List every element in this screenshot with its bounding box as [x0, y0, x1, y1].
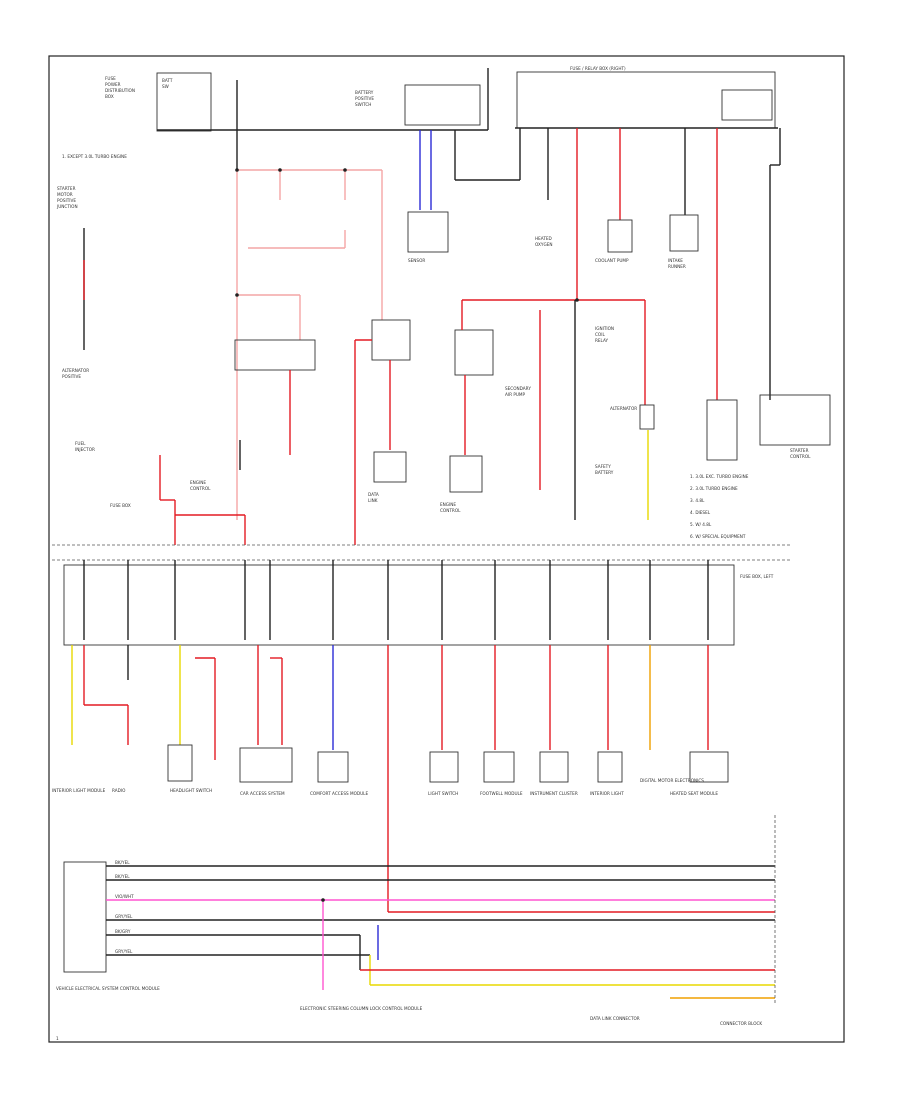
- lower-wires: [71, 645, 775, 913]
- svg-text:SW: SW: [162, 84, 169, 89]
- legend-item-3: 3. 4.8L: [690, 498, 705, 503]
- svg-text:IGNITION: IGNITION: [595, 326, 614, 331]
- svg-text:FUSE: FUSE: [105, 76, 116, 81]
- svg-text:FUSE BOX: FUSE BOX: [110, 503, 131, 508]
- right-components: STARTER CONTROL ALTERNATOR: [610, 394, 831, 461]
- svg-text:BATTERY: BATTERY: [355, 90, 374, 95]
- legend-item-4: 4. DIESEL: [690, 510, 711, 515]
- svg-text:INJECTOR: INJECTOR: [75, 447, 95, 452]
- fuse-box-label: FUSE BOX, LEFT: [740, 574, 774, 579]
- main-feed-wires: [236, 80, 383, 520]
- junction-nodes: [235, 168, 579, 902]
- svg-text:AIR PUMP: AIR PUMP: [505, 392, 526, 397]
- svg-text:POSITIVE: POSITIVE: [355, 96, 374, 101]
- bus-label-2: BK/YEL: [115, 874, 130, 879]
- left-feeds: FUEL INJECTOR FUSE BOX ENGINE CONTROL: [75, 440, 246, 545]
- svg-text:COOLANT PUMP: COOLANT PUMP: [595, 258, 629, 263]
- svg-text:LINK: LINK: [368, 498, 378, 503]
- svg-text:CONTROL: CONTROL: [440, 508, 461, 513]
- lower-label-4: CAR ACCESS SYSTEM: [240, 791, 285, 796]
- svg-text:RELAY: RELAY: [595, 338, 609, 343]
- bus-wires: BK/YEL BK/YEL VIO/WHT GRY/YEL BK/GRY GRY…: [63, 860, 775, 999]
- svg-text:OXYGEN: OXYGEN: [535, 242, 552, 247]
- lower-label-6: LIGHT SWITCH: [428, 791, 458, 796]
- svg-text:SENSOR: SENSOR: [408, 258, 425, 263]
- bottom-center-label: ELECTRONIC STEERING COLUMN LOCK CONTROL …: [300, 1006, 423, 1011]
- blue-wires-top: SENSOR: [407, 130, 449, 263]
- svg-text:ENGINE: ENGINE: [190, 480, 206, 485]
- svg-text:ENGINE: ENGINE: [440, 502, 456, 507]
- relay-box-right: FUSE / RELAY BOX (RIGHT): [515, 66, 778, 129]
- svg-text:POWER: POWER: [105, 82, 121, 87]
- svg-text:DISTRIBUTION: DISTRIBUTION: [105, 88, 135, 93]
- legend-item-2: 2. 3.0L TURBO ENGINE: [690, 486, 738, 491]
- svg-text:JUNCTION: JUNCTION: [56, 204, 78, 209]
- legend: 1. 3.0L EXC. TURBO ENGINE 2. 3.0L TURBO …: [690, 474, 749, 539]
- legend-item-5: 5. W/ 4.8L: [690, 522, 712, 527]
- svg-text:BOX: BOX: [105, 94, 114, 99]
- top-power-frame: FUSE POWER DISTRIBUTION BOX BATT SW BATT…: [105, 68, 489, 132]
- lower-label-11: HEATED SEAT MODULE: [670, 791, 718, 796]
- svg-text:INTAKE: INTAKE: [668, 258, 683, 263]
- svg-text:POSITIVE: POSITIVE: [57, 198, 76, 203]
- bus-label-5: BK/GRY: [115, 929, 131, 934]
- svg-text:STARTER: STARTER: [790, 448, 809, 453]
- svg-text:SAFETY: SAFETY: [595, 464, 611, 469]
- svg-text:SWITCH: SWITCH: [355, 102, 371, 107]
- legend-item-6: 6. W/ SPECIAL EQUIPMENT: [690, 534, 746, 539]
- bus-label-4: GRY/YEL: [115, 914, 133, 919]
- bottom-mid-label: DATA LINK CONNECTOR: [590, 1016, 640, 1021]
- bottom-left-label: VEHICLE ELECTRICAL SYSTEM CONTROL MODULE: [56, 986, 160, 991]
- bus-label-6: GRY/YEL: [115, 949, 133, 954]
- svg-text:ALTERNATOR: ALTERNATOR: [610, 406, 637, 411]
- fuse-box: FUSE BOX, LEFT: [63, 560, 774, 646]
- bottom-right-label: CONNECTOR BLOCK: [720, 1021, 762, 1026]
- legend-item-1: 1. 3.0L EXC. TURBO ENGINE: [690, 474, 749, 479]
- lower-label-1: INTERIOR LIGHT MODULE: [52, 788, 106, 793]
- middle-relays: IGNITION COIL RELAY SECONDARY AIR PUMP S…: [234, 299, 655, 545]
- svg-text:BATTERY: BATTERY: [595, 470, 614, 475]
- lower-label-10: DIGITAL MOTOR ELECTRONICS: [640, 778, 704, 783]
- svg-text:CONTROL: CONTROL: [790, 454, 811, 459]
- note-top-left: 1. EXCEPT 3.0L TURBO ENGINE: [62, 154, 127, 159]
- svg-text:STARTER: STARTER: [57, 186, 76, 191]
- lower-components: INTERIOR LIGHT MODULE RADIO HEADLIGHT SW…: [52, 744, 729, 796]
- lower-label-8: INSTRUMENT CLUSTER: [530, 791, 578, 796]
- svg-text:FUEL: FUEL: [75, 441, 86, 446]
- svg-text:COIL: COIL: [595, 332, 605, 337]
- svg-text:ALTERNATOR: ALTERNATOR: [62, 368, 89, 373]
- svg-text:HEATED: HEATED: [535, 236, 552, 241]
- lower-label-9: INTERIOR LIGHT: [590, 791, 624, 796]
- lower-label-2: RADIO: [112, 788, 126, 793]
- upper-left-component: STARTER MOTOR POSITIVE JUNCTION ALTERNAT…: [56, 186, 89, 379]
- svg-text:SECONDARY: SECONDARY: [505, 386, 531, 391]
- relay-branch-wires: HEATED OXYGEN COOLANT PUMP INTAKE RUNNER: [454, 128, 781, 400]
- svg-text:BATT: BATT: [162, 78, 173, 83]
- bus-label-1: BK/YEL: [115, 860, 130, 865]
- lower-label-7: FOOTWELL MODULE: [480, 791, 523, 796]
- footer-code: 1: [56, 1036, 59, 1041]
- lower-label-3: HEADLIGHT SWITCH: [170, 788, 212, 793]
- svg-text:POSITIVE: POSITIVE: [62, 374, 81, 379]
- svg-text:DATA: DATA: [368, 492, 379, 497]
- lower-label-5: COMFORT ACCESS MODULE: [310, 791, 368, 796]
- relay-box-label: FUSE / RELAY BOX (RIGHT): [570, 66, 626, 71]
- diagram-border: [48, 55, 845, 1043]
- svg-text:CONTROL: CONTROL: [190, 486, 211, 491]
- svg-text:MOTOR: MOTOR: [57, 192, 73, 197]
- svg-text:RUNNER: RUNNER: [668, 264, 686, 269]
- bus-label-3: VIO/WHT: [115, 894, 134, 899]
